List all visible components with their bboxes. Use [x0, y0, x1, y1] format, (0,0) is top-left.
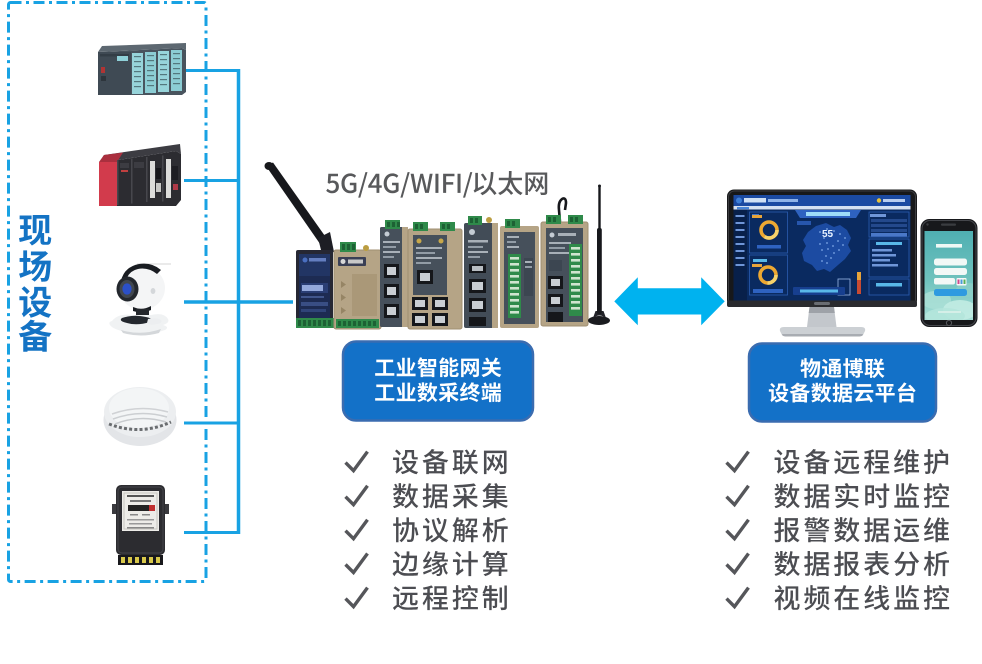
svg-text:55: 55 [822, 229, 834, 240]
